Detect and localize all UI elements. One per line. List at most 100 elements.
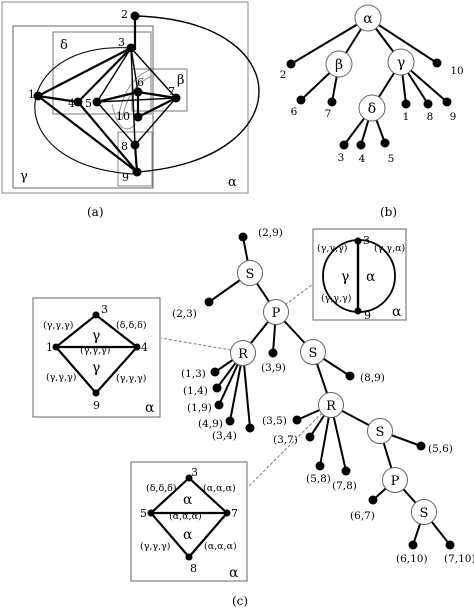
tree-c-leaf-56	[416, 441, 426, 451]
diamond1-vertex-3	[92, 311, 100, 319]
edge-3-8	[130, 47, 136, 146]
diamond1-vertex-9	[92, 389, 100, 397]
panel-b-nodes: α β γ δ 2 10 6 7 1 8 9 3 4 5	[280, 4, 464, 165]
diamond1-edge-4-9	[95, 346, 138, 394]
tree-c-leaf-89	[345, 371, 355, 381]
tree-c-leaf-610	[408, 540, 418, 550]
diamond1-tag-br: (γ,γ,γ)	[116, 373, 147, 384]
tree-c-node-s3	[367, 418, 393, 444]
box-label-alpha: α	[228, 175, 237, 190]
box-diamond-1349: 3 1 4 9 γ γ (γ,γ,γ) (δ,δ,δ) (γ,γ,γ) (γ,γ…	[32, 297, 161, 418]
tree-b-leaf-label-3: 3	[338, 152, 345, 164]
tree-c-leaf-29	[238, 232, 248, 242]
diamond1-vertex-1	[52, 343, 60, 351]
box-gamma-alpha-vertex-9	[354, 307, 362, 315]
tree-c-node-label-s1: S	[246, 267, 255, 282]
diamond1-label-4: 4	[141, 341, 148, 354]
tree-c-leaf-19	[214, 400, 224, 410]
tree-b-leaf-label-5: 5	[388, 153, 395, 165]
edge-5-7	[96, 97, 177, 103]
diamond1-label-3: 3	[101, 303, 108, 316]
vertex-label-5: 5	[85, 97, 92, 110]
edge-3-7	[130, 47, 177, 99]
tree-b-leaf-label-9: 9	[450, 111, 457, 123]
box-gamma-alpha-face-alpha: α	[366, 269, 376, 285]
diamond2-tag-tr: (α,α,α)	[203, 483, 236, 494]
vertex-1	[33, 91, 43, 101]
tree-b-leaf-3	[339, 140, 349, 150]
tree-c-leaf-label-89: (8,9)	[360, 372, 385, 384]
diamond2-edge-7-8	[188, 512, 228, 558]
diamond2-vertex-7	[223, 509, 231, 517]
diamond1-edge-3-4	[95, 314, 138, 348]
tree-b-node-beta	[325, 50, 353, 78]
dashed-connector-r1-box	[160, 337, 232, 351]
box-gamma-alpha-tag-tr: (γ,γ,α)	[374, 243, 405, 254]
panel-a-vertices	[33, 11, 181, 177]
vertex-label-6: 6	[137, 76, 144, 89]
tree-c-leaf-23	[204, 297, 214, 307]
edge-3-5	[96, 47, 132, 103]
vertex-6	[133, 87, 143, 97]
tree-c-leaf-label-39: (3,9)	[261, 362, 286, 374]
box-gamma-alpha-label-9: 9	[364, 309, 371, 322]
panel-b-leaves	[286, 58, 452, 150]
panel-a-graph	[1, 1, 260, 194]
diamond2-label-3: 3	[191, 466, 198, 479]
edge-5-6	[96, 90, 139, 104]
diamond1-tag-tr: (δ,δ,δ)	[116, 320, 147, 331]
tree-b-node-delta	[358, 94, 386, 122]
dashed-connector-r2-box	[247, 412, 323, 488]
caption-b: (b)	[380, 205, 397, 219]
tree-b-leaf-2	[286, 59, 296, 69]
tree-c-leaf-710	[445, 540, 455, 550]
tree-b-leaf-label-1: 1	[403, 111, 410, 123]
tree-b-edge-alpha-2	[290, 17, 369, 65]
vertex-label-8: 8	[121, 140, 128, 153]
edge-4-3	[77, 47, 132, 103]
vertex-8	[130, 140, 140, 150]
tree-b-leaf-4	[356, 140, 366, 150]
vertex-9	[132, 167, 142, 177]
tree-c-node-s2	[300, 339, 326, 365]
tree-c-leaf-label-14: (1,4)	[183, 385, 208, 397]
diamond1-face-bottom: γ	[92, 360, 100, 376]
panel-a-labels: 2 3 1 4 5 6 7 10 8 9 δ β γ α	[20, 8, 237, 190]
diamond2-face-top: α	[183, 492, 193, 508]
tree-c-node-p1	[263, 299, 289, 325]
vertex-4	[73, 97, 83, 107]
tree-c-node-label-s2: S	[309, 346, 318, 361]
tree-c-leaf-label-13: (1,3)	[181, 368, 206, 380]
diamond2-corner-label: α	[229, 565, 239, 581]
tree-b-leaf-label-4: 4	[359, 153, 366, 165]
tree-b-node-label-beta: β	[335, 57, 343, 73]
tree-c-leaf-label-710: (7,10)	[444, 553, 474, 565]
diamond2-tag-mid: (α,α,α)	[169, 511, 202, 522]
vertex-10	[133, 112, 143, 122]
tree-c-leaf-35	[292, 415, 302, 425]
tree-c-leaf-34	[245, 423, 255, 433]
box-gamma-alpha-frame	[312, 228, 407, 321]
tree-c-leaf-label-78: (7,8)	[332, 480, 357, 492]
nested-edge-shape-3	[111, 103, 137, 130]
tree-c-leaf-label-19: (1,9)	[187, 402, 212, 414]
box-gamma	[12, 25, 154, 189]
tree-c-leaf-label-29: (2,9)	[258, 227, 283, 239]
box-gamma-alpha: 3 9 γ α (γ,γ,γ) (γ,γ,α) (γ,γ,γ) α	[312, 228, 407, 322]
box-delta	[52, 31, 152, 115]
box-diamond-3578-frame	[130, 461, 248, 582]
diamond1-corner-label: α	[145, 400, 155, 416]
caption-a: (a)	[87, 205, 104, 219]
diamond1-edge-3-1	[55, 314, 97, 348]
panel-c-leaf-labels: (2,9) (2,3) (3,9) (8,9) (1,3) (1,4) (1,9…	[172, 227, 474, 565]
box-diamond-3578: 3 5 7 8 α α (δ,δ,δ) (α,α,α) (α,α,α) (γ,γ…	[130, 461, 248, 582]
box-gamma-alpha-face-gamma: γ	[341, 269, 349, 285]
vertex-2	[130, 11, 140, 21]
edge-1-9	[37, 95, 138, 173]
tree-c-leaf-37	[305, 432, 315, 442]
diamond2-edge-3-5	[150, 477, 190, 514]
diamond2-label-8: 8	[190, 562, 197, 575]
box-gamma-alpha-tag-bl: (γ,γ,γ)	[321, 293, 352, 304]
tree-c-leaf-14	[212, 383, 222, 393]
diamond1-edge-1-9	[55, 346, 97, 394]
